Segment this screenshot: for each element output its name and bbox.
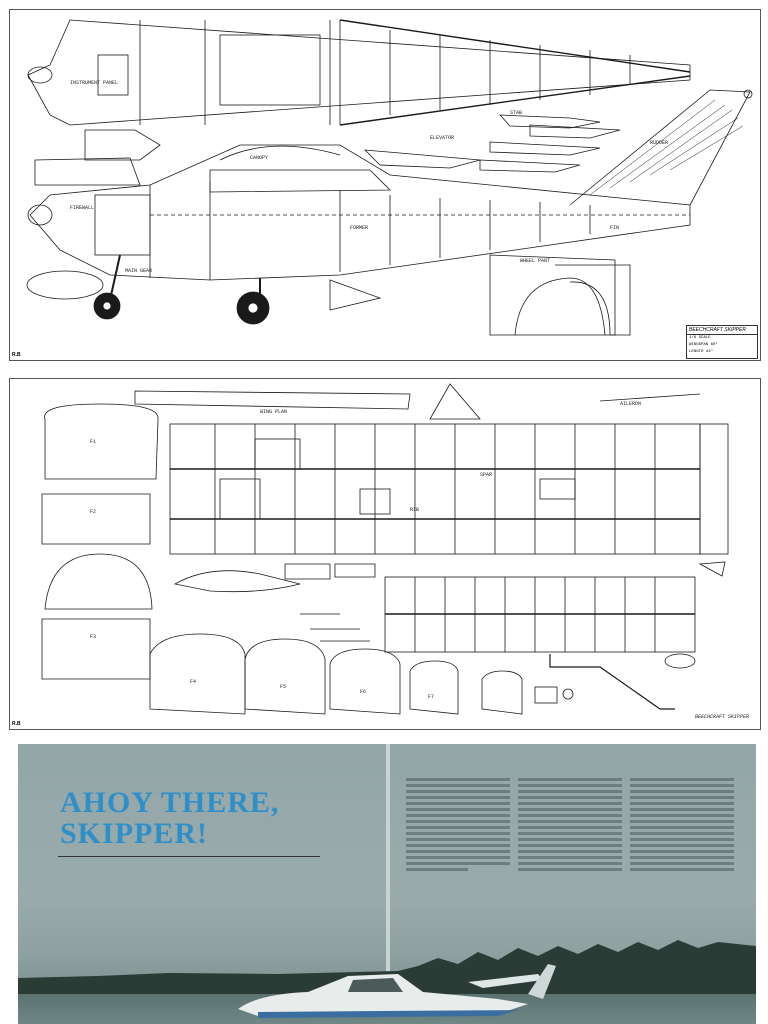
note-former: FORMER	[350, 225, 369, 231]
plan-sheet-fuselage: INSTRUMENT PANEL CANOPY FIREWALL MAIN GE…	[9, 9, 761, 361]
note-canopy: CANOPY	[250, 155, 269, 161]
note-instrument: INSTRUMENT PANEL	[70, 80, 119, 86]
note-rib: RIB	[410, 507, 420, 513]
former-label: F7	[428, 694, 435, 700]
wing-drawing	[41, 383, 729, 715]
note-aileron: AILERON	[620, 401, 642, 407]
title-block-row: WINGSPAN 60"	[689, 343, 718, 347]
sheet-id: R.B	[12, 721, 21, 727]
title-block-row: LENGTH 44"	[689, 350, 714, 354]
former-label: F1	[90, 439, 97, 445]
fuselage-drawing	[26, 19, 753, 336]
note-elevator: ELEVATOR	[430, 135, 455, 141]
sheet-label: BEECHCRAFT SKIPPER	[695, 714, 750, 720]
left-page: AHOY THERE, SKIPPER!	[18, 744, 386, 1024]
headline-line-1: AHOY THERE,	[60, 786, 280, 819]
text-column	[406, 778, 510, 874]
right-page	[390, 744, 756, 1024]
headline-line-2: SKIPPER!	[60, 817, 209, 850]
page-gutter	[386, 744, 390, 1024]
note-rudder: RUDDER	[650, 140, 669, 146]
title-block-row: 1/6 SCALE	[689, 336, 711, 340]
note-firewall: FIREWALL	[70, 205, 95, 211]
title-block-title: BEECHCRAFT SKIPPER	[687, 326, 757, 335]
note-main-gear: MAIN GEAR	[125, 268, 153, 274]
former-label: F5	[280, 684, 287, 690]
airplane-photo	[238, 964, 556, 1018]
magazine-spread: AHOY THERE, SKIPPER!	[18, 744, 756, 1024]
text-column	[518, 778, 622, 874]
former-label: F4	[190, 679, 197, 685]
note-wheel-pant: WHEEL PANT	[520, 258, 551, 264]
note-wing-plan: WING PLAN	[260, 409, 288, 415]
note-fin: FIN	[610, 225, 620, 231]
former-label: F3	[90, 634, 97, 640]
note-stab: STAB	[510, 110, 523, 116]
note-spar: SPAR	[480, 472, 493, 478]
former-label: F2	[90, 509, 97, 515]
text-column	[630, 778, 734, 874]
sheet-id: R.B	[12, 352, 21, 358]
treeline-photo	[18, 940, 756, 998]
headline-rule	[58, 856, 320, 857]
plan-sheet-wing: WING PLAN AILERON SPAR RIB F1 F2 F3 F4 F…	[9, 378, 761, 730]
former-label: F6	[360, 689, 367, 695]
title-block: BEECHCRAFT SKIPPER 1/6 SCALE WINGSPAN 60…	[686, 325, 758, 359]
